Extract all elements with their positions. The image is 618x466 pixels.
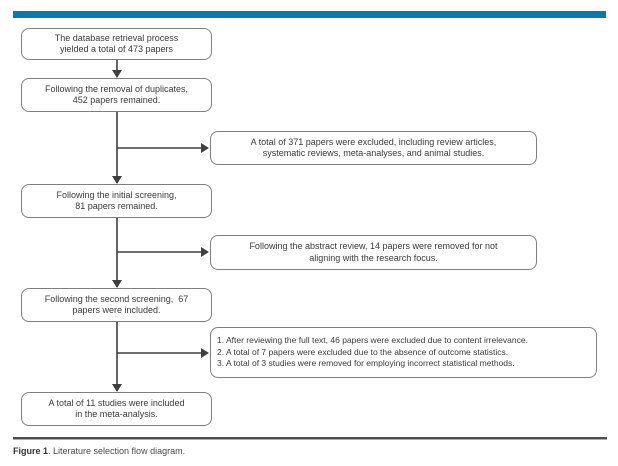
flow-box-included-studies-text: A total of 11 studies were included in t… bbox=[48, 397, 185, 420]
arrow-head-down-4 bbox=[112, 384, 122, 392]
arrow-head-down-3 bbox=[112, 280, 122, 288]
flow-box-included-studies: A total of 11 studies were included in t… bbox=[21, 392, 212, 426]
flow-box-database-retrieval-text: The database retrieval process yielded a… bbox=[54, 32, 179, 55]
flow-box-excluded-371: A total of 371 papers were excluded, inc… bbox=[210, 131, 537, 165]
flow-box-removed-14-text: Following the abstract review, 14 papers… bbox=[249, 241, 498, 263]
arrow-head-right-2 bbox=[201, 247, 209, 257]
arrow-head-down-1 bbox=[112, 70, 122, 78]
figure-caption: Figure 1. Literature selection flow diag… bbox=[13, 446, 185, 456]
arrow-head-right-1 bbox=[201, 143, 209, 153]
accent-bar bbox=[13, 11, 606, 18]
arrow-head-right-3 bbox=[201, 348, 209, 358]
flow-box-database-retrieval: The database retrieval process yielded a… bbox=[21, 28, 212, 60]
figure-caption-text: . Literature selection flow diagram. bbox=[48, 446, 186, 456]
arrow-head-down-2 bbox=[112, 176, 122, 184]
flow-box-duplicates-removed: Following the removal of duplicates, 452… bbox=[21, 78, 212, 112]
flow-box-duplicates-removed-text: Following the removal of duplicates, 452… bbox=[44, 83, 189, 106]
flow-box-initial-screening-text: Following the initial screening, 81 pape… bbox=[56, 189, 177, 212]
flow-box-second-screening: Following the second screening, 67 paper… bbox=[21, 288, 212, 322]
figure-caption-label: Figure 1 bbox=[13, 446, 49, 456]
flow-box-fulltext-exclusions-text: 1. After reviewing the full text, 46 pap… bbox=[217, 335, 528, 369]
flow-box-second-screening-text: Following the second screening, 67 paper… bbox=[44, 293, 189, 316]
flow-box-fulltext-exclusions: 1. After reviewing the full text, 46 pap… bbox=[210, 327, 597, 378]
flow-box-excluded-371-text: A total of 371 papers were excluded, inc… bbox=[250, 136, 497, 159]
flow-box-initial-screening: Following the initial screening, 81 pape… bbox=[21, 184, 212, 218]
flow-box-removed-14: Following the abstract review, 14 papers… bbox=[210, 235, 537, 270]
caption-rule bbox=[13, 437, 607, 440]
